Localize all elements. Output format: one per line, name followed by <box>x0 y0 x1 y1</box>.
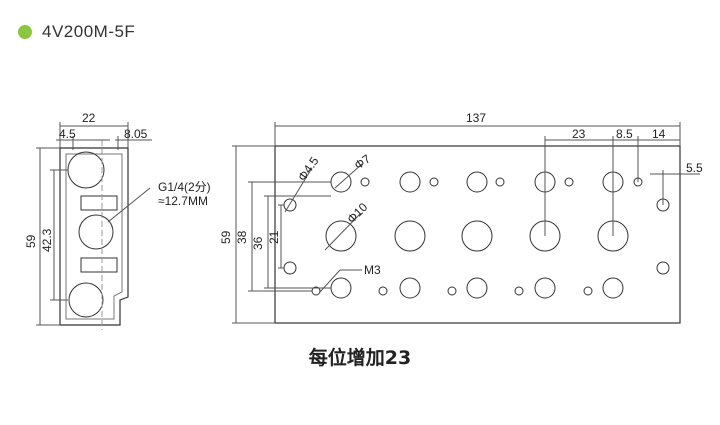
dim-plan-h38: 38 <box>235 230 249 244</box>
dim-plan-height: 59 <box>219 230 233 244</box>
dim-plan-offset-c: 5.5 <box>686 161 703 175</box>
dim-plan-offset-a: 8.5 <box>616 127 633 141</box>
dim-side-port-pitch: 42.3 <box>40 228 54 252</box>
hole-bot-9 <box>583 286 593 296</box>
side-profile <box>59 147 129 326</box>
model-title: 4V200M-5F <box>42 22 136 41</box>
dim-side-right: 8.05 <box>124 127 148 141</box>
dim-plan-pitch: 23 <box>572 127 586 141</box>
hole-bot-7 <box>514 286 524 296</box>
hole-left-upper <box>283 198 297 212</box>
port-note-line2: ≈12.7MM <box>158 194 208 208</box>
hole-right-lower <box>656 261 670 275</box>
port-note-line1: G1/4(2分) <box>158 180 211 194</box>
label-hole-d7: Φ7 <box>352 151 374 172</box>
plan-view: 137 23 8.5 14 5.5 59 38 36 21 Φ4.5 Φ7 Φ1… <box>219 111 703 324</box>
label-hole-d10: Φ10 <box>344 200 370 226</box>
hole-mid-3 <box>461 220 493 252</box>
label-hole-d45: Φ4.5 <box>295 154 322 184</box>
label-hole-m3: M3 <box>364 263 381 277</box>
hole-mid-2 <box>394 220 426 252</box>
hole-bot-5 <box>447 286 457 296</box>
side-inner-contour <box>65 153 123 320</box>
hole-left-lower <box>283 261 297 275</box>
dim-side-left: 4.5 <box>59 127 76 141</box>
hole-bot-4 <box>399 277 421 299</box>
plan-outline <box>274 145 681 324</box>
hole-top-4 <box>429 177 439 187</box>
green-dot-icon <box>18 25 32 39</box>
side-port-middle <box>78 214 114 250</box>
hole-top-2 <box>360 177 370 187</box>
header: 4V200M-5F <box>18 20 135 44</box>
dim-plan-offset-b: 14 <box>652 127 666 141</box>
dim-plan-h36: 36 <box>251 236 265 250</box>
hole-top-5 <box>466 171 488 193</box>
hole-bot-10 <box>602 277 624 299</box>
dim-plan-length: 137 <box>466 111 486 125</box>
footer-note: 每位增加23 <box>308 347 412 369</box>
hole-top-3 <box>399 171 421 193</box>
dim-plan-h21: 21 <box>267 230 281 244</box>
hole-bot-3 <box>378 286 388 296</box>
side-chamber-upper <box>80 195 118 211</box>
dim-side-width: 22 <box>82 111 96 125</box>
side-chamber-lower <box>80 257 118 273</box>
hole-top-6 <box>495 177 505 187</box>
hole-bot-1 <box>330 277 352 299</box>
hole-top-8 <box>564 177 574 187</box>
dim-side-height: 59 <box>24 234 38 248</box>
hole-mid-1 <box>325 220 357 252</box>
side-view: 22 4.5 8.05 59 42.3 G1/4(2分) ≈12.7MM <box>24 111 211 330</box>
hole-bot-6 <box>466 277 488 299</box>
side-port-top <box>67 151 105 189</box>
hole-bot-8 <box>534 277 556 299</box>
side-port-bottom <box>68 282 104 318</box>
